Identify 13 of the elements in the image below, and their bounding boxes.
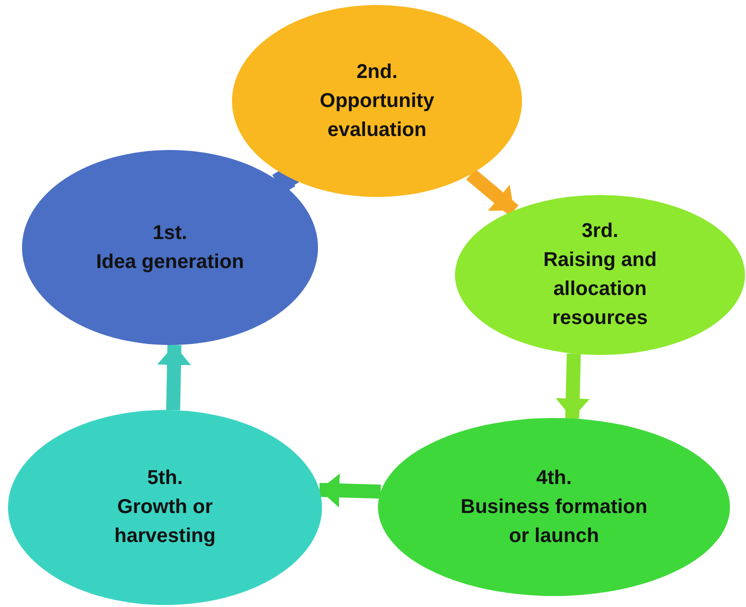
stage-number: 3rd.: [582, 219, 618, 244]
stage-label: Growth or harvesting: [113, 495, 217, 549]
stage-number: 5th.: [147, 466, 183, 491]
stage-number: 4th.: [536, 466, 572, 490]
block-arrow: [466, 168, 519, 216]
stage-number: 1st.: [152, 220, 188, 246]
block-arrow: [556, 354, 590, 419]
stage-label: Idea generation: [96, 250, 244, 274]
stage-label: Business formation or launch: [460, 494, 648, 548]
stage-label: Raising and allocation resources: [542, 248, 658, 331]
stage-number: 2nd.: [356, 60, 398, 84]
block-arrow: [319, 473, 381, 508]
stage-label: Opportunity evaluation: [318, 88, 436, 142]
